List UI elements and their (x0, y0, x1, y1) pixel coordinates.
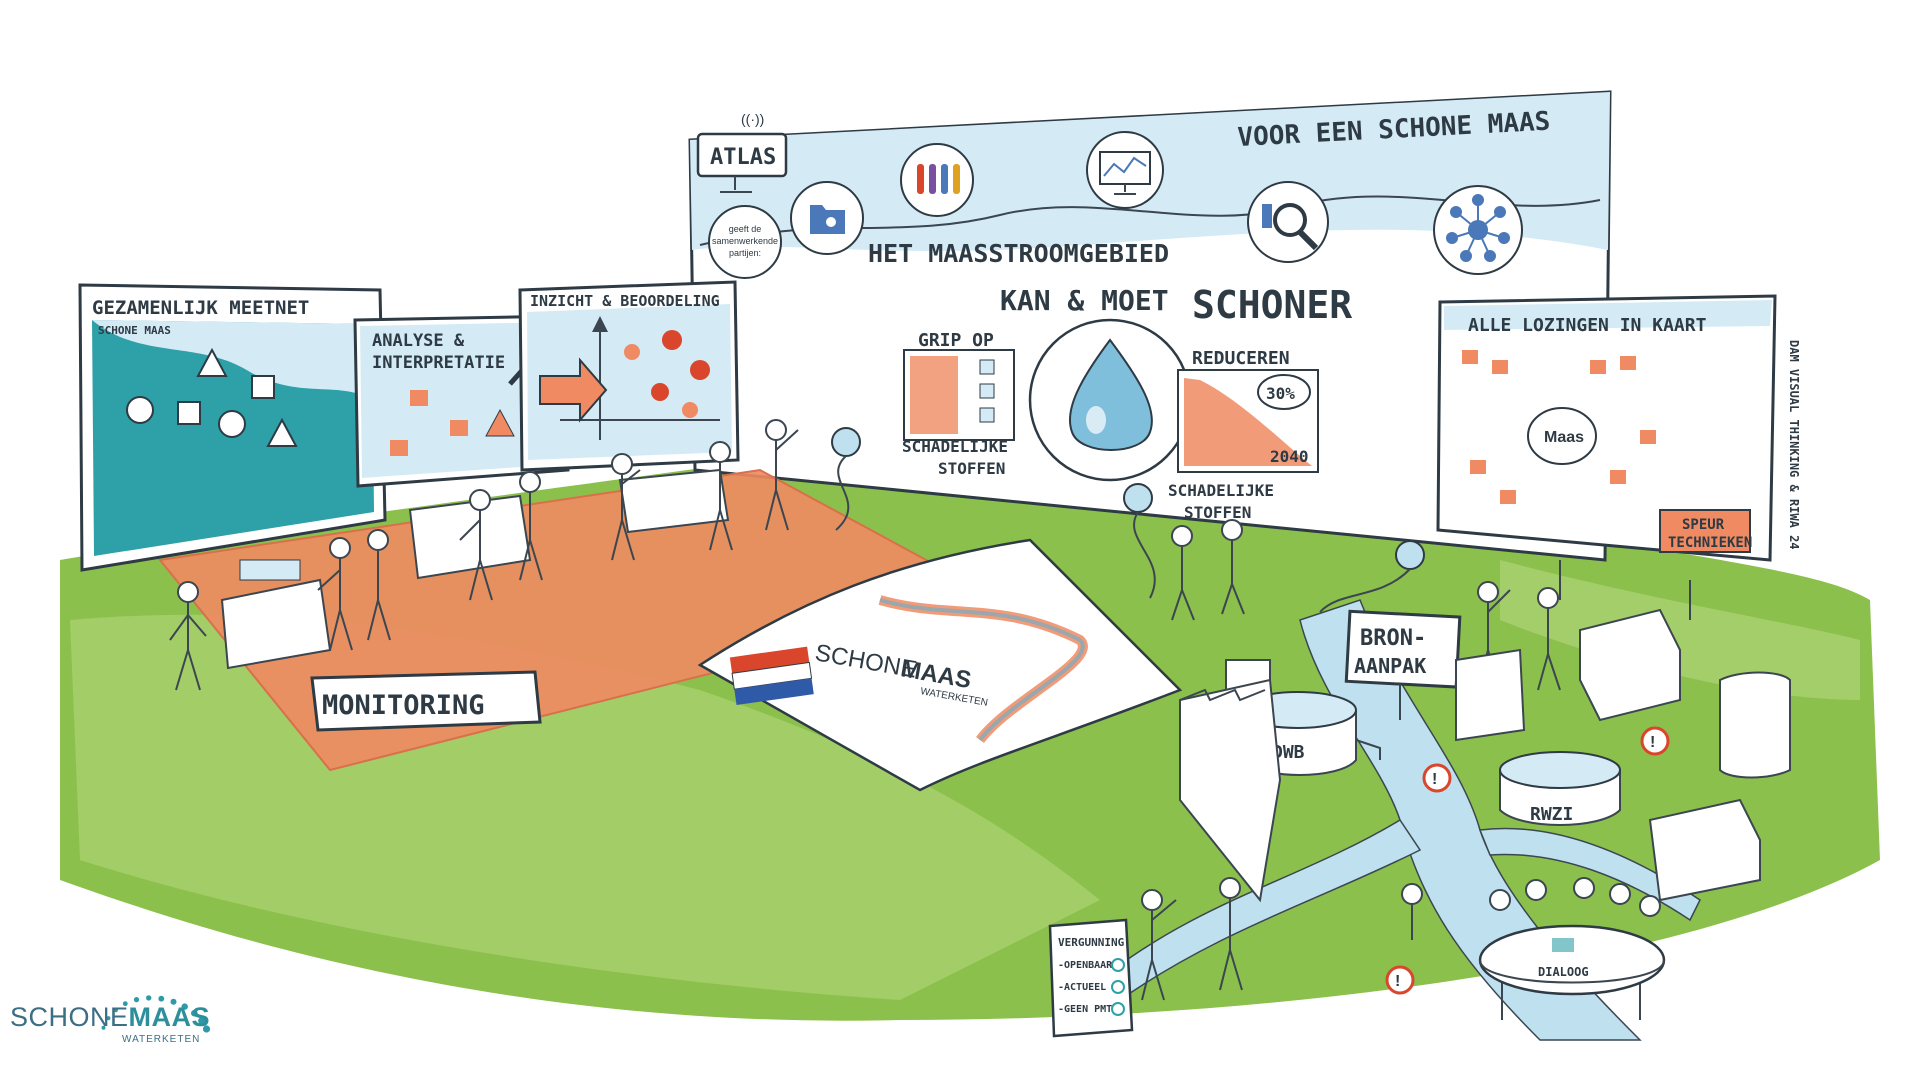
logo-dots-icon (101, 995, 211, 1033)
svg-text:!: ! (1432, 771, 1437, 788)
logo-wordmark: SCHONEMAAS (10, 1002, 210, 1033)
map-mat: SCHONE MAAS WATERKETEN (697, 538, 1183, 792)
logo-dot (106, 1016, 111, 1021)
dialoog-label: DIALOOG (1538, 965, 1589, 979)
reduction-percent: 30% (1266, 384, 1295, 403)
logo-dot (133, 997, 140, 1003)
meetnet-title: GEZAMENLIJK MEETNET (92, 297, 309, 319)
inzicht-title: INZICHT & BEOORDELING (530, 292, 720, 310)
grip-caption-1: SCHADELIJKE (902, 437, 1008, 456)
logo-word-light: SCHONE (10, 1002, 129, 1032)
vergunning-item-1: -OPENBAAR (1058, 960, 1113, 971)
test-tubes-icon (900, 143, 974, 217)
analyse-title-1: ANALYSE & (372, 331, 465, 351)
lozingen-title: ALLE LOZINGEN IN KAART (1468, 315, 1707, 336)
magnifier-chart-icon (1247, 181, 1329, 263)
rwzi-tank: RWZI (1499, 751, 1621, 826)
dwb-label: DWB (1272, 742, 1305, 763)
reduceren-caption-2: STOFFEN (1184, 503, 1251, 522)
reduceren-title: REDUCEREN (1192, 348, 1290, 369)
grip-caption-2: STOFFEN (938, 459, 1005, 478)
monitoring-sign: MONITORING (310, 670, 542, 732)
atlas-caption-1: geeft de (729, 224, 762, 234)
atlas-caption-3: partijen: (729, 248, 761, 258)
wifi-icon: ((·)) (741, 111, 764, 127)
logo-dot (158, 995, 165, 1002)
people-figures (169, 419, 1561, 1001)
logo-dot (170, 998, 177, 1005)
atlas-label: ATLAS (710, 145, 776, 170)
speur-label-1: SPEUR (1682, 517, 1725, 533)
logo-dot (181, 1003, 188, 1010)
svg-text:!: ! (1650, 734, 1655, 751)
logo-dot (122, 1001, 128, 1007)
bronaanpak-sign: BRON- AANPAK (1344, 609, 1462, 720)
meetnet-panel: GEZAMENLIJK MEETNET SCHONE MAAS (78, 283, 387, 572)
headline-2b: SCHONER (1192, 283, 1352, 327)
svg-text:!: ! (1395, 973, 1400, 990)
logo-dot (198, 1017, 206, 1025)
grip-op-title: GRIP OP (918, 330, 994, 351)
network-icon (1433, 185, 1523, 275)
main-billboard: VOOR EEN SCHONE MAAS ATLAS ((·)) geeft d… (688, 90, 1612, 562)
lab-tables (220, 468, 730, 670)
vergunning-title: VERGUNNING (1058, 936, 1125, 949)
bron-label-1: BRON- (1360, 626, 1426, 651)
logo-dot (113, 1007, 118, 1013)
logo-dot (101, 1025, 106, 1030)
headline-1: HET MAASSTROOMGEBIED (868, 239, 1169, 268)
folder-gear-icon (790, 181, 864, 255)
lozingen-board: ALLE LOZINGEN IN KAART Maas SPEUR TECHNI… (1436, 294, 1777, 600)
vergunning-item-2: -ACTUEEL (1058, 982, 1106, 993)
water-droplet-icon (1028, 318, 1192, 482)
logo-word-bold: MAAS (128, 1002, 211, 1032)
reduction-year: 2040 (1270, 447, 1309, 466)
factory-buildings (1179, 580, 1791, 903)
river (1098, 599, 1701, 1041)
analyse-title-2: INTERPRETATIE (372, 353, 505, 373)
credit-vertical: DAM VISUAL THINKING & RIWA 24 (1787, 340, 1801, 550)
reduceren-caption-1: SCHADELIJKE (1168, 481, 1274, 500)
headline-2a: KAN & MOET (1000, 284, 1169, 317)
meetnet-subtitle: SCHONE MAAS (98, 324, 171, 337)
speur-label-2: TECHNIEKEN (1668, 535, 1752, 551)
plug-icons (831, 427, 1425, 613)
vergunning-item-3: -GEEN PMT (1058, 1004, 1112, 1015)
alert-icons: ! ! ! (1385, 726, 1670, 995)
logo-dot (191, 1009, 198, 1017)
logo-dot (202, 1025, 211, 1033)
monitoring-label: MONITORING (322, 690, 485, 721)
analyse-panel: ANALYSE & INTERPRETATIE (353, 314, 570, 488)
logo-dot (146, 995, 152, 1001)
inzicht-panel: INZICHT & BEOORDELING (518, 280, 740, 472)
dialoog-table: DIALOOG (1478, 877, 1666, 1020)
rwzi-label: RWZI (1530, 804, 1573, 825)
atlas-caption-2: samenwerkende (712, 236, 778, 246)
bron-label-2: AANPAK (1354, 654, 1426, 678)
monitor-chart-icon (1086, 131, 1164, 209)
lozingen-center: Maas (1544, 429, 1584, 446)
vergunning-board: VERGUNNING -OPENBAAR -ACTUEEL -GEEN PMT (1048, 918, 1134, 1038)
logo-subtitle: WATERKETEN (122, 1034, 201, 1045)
schonemaas-logo: SCHONEMAAS WATERKETEN (10, 988, 220, 1060)
